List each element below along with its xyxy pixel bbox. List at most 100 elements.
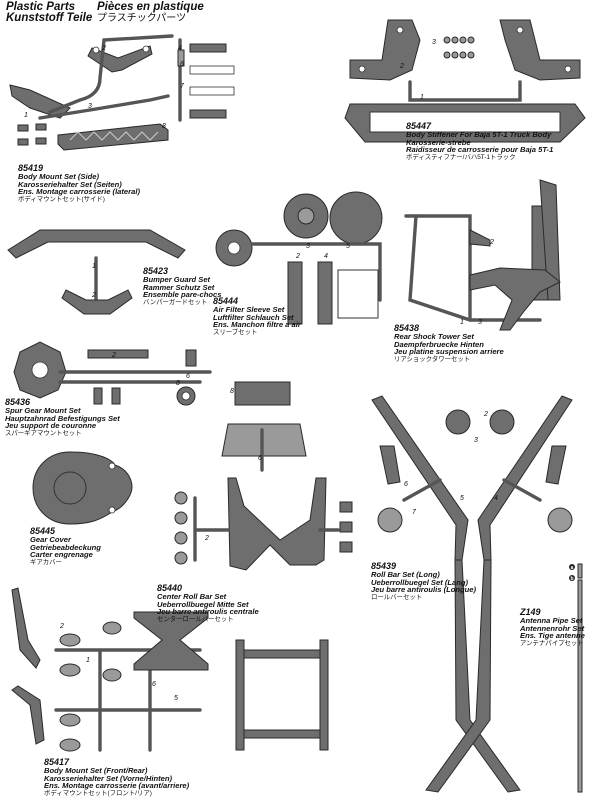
part-name-en: Center Roll Bar Set xyxy=(157,592,227,601)
part-name-en: Body Mount Set (Front/Rear) xyxy=(44,766,148,775)
part-name-jp: ボディマウントセット(サイド) xyxy=(18,195,105,203)
part-85423-drawing: 12 xyxy=(7,229,186,315)
part-name-en: Bumper Guard Set xyxy=(143,275,211,284)
part-name-jp: スリーブセット xyxy=(213,328,258,336)
part-name-en: Body Stiffener For Baja 5T-1 Truck Body xyxy=(406,130,552,139)
callout-b: b xyxy=(570,576,574,582)
part-name-de: Hauptzahnrad Befestigungs Set xyxy=(5,413,120,423)
svg-text:7: 7 xyxy=(412,509,417,516)
part-name-fr: Jeu support de couronne xyxy=(5,421,97,431)
part-name-fr: Ens. Manchon filtre a air xyxy=(213,320,301,330)
part-name-de: Karosseriehalter Set (Vorne/Hinten) xyxy=(44,773,173,783)
part-number: 85445 xyxy=(30,526,56,536)
svg-text:2: 2 xyxy=(91,292,96,299)
part-name-fr: Ens. Montage carrosserie (avant/arriere) xyxy=(44,781,190,791)
part-85447-label: 85447 Body Stiffener For Baja 5T-1 Truck… xyxy=(406,122,553,161)
header-left: Plastic Parts Kunststoff Teile xyxy=(6,1,93,24)
svg-text:3: 3 xyxy=(474,437,478,444)
part-85438-drawing: 2 1 3 xyxy=(404,179,561,331)
part-number: 85438 xyxy=(394,323,420,333)
part-name-fr: Ens. Montage carrosserie (lateral) xyxy=(18,187,140,197)
part-name-fr: Jeu barre antiroulis centrale xyxy=(157,607,259,617)
part-85439-label: 85439 Roll Bar Set (Long) Ueberrollbuege… xyxy=(371,562,476,601)
part-85417-drawing: 2 1 6 5 xyxy=(11,587,329,752)
svg-text:1: 1 xyxy=(24,112,28,119)
part-name-jp: ボディスティフナー/バハ5T-1トラック xyxy=(406,153,516,161)
part-85417-label: 85417 Body Mount Set (Front/Rear) Kaross… xyxy=(44,758,189,797)
svg-text:1: 1 xyxy=(86,657,90,664)
part-name-de: Daempferbruecke Hinten xyxy=(394,339,484,349)
part-name-de: Ueberrollbuegel Mitte Set xyxy=(157,599,249,609)
svg-text:5: 5 xyxy=(346,243,350,250)
title-de: Kunststoff Teile xyxy=(6,12,93,24)
part-85419-label: 85419 Body Mount Set (Side) Karosserieha… xyxy=(18,164,140,203)
part-name-en: Air Filter Sleeve Set xyxy=(213,305,285,314)
svg-text:3: 3 xyxy=(306,243,310,250)
part-name-jp: バンパーガードセット xyxy=(143,298,208,306)
part-name-fr: Ens. Tige antenne xyxy=(520,631,585,641)
part-number: 85440 xyxy=(157,583,183,593)
part-number: 85419 xyxy=(18,163,44,173)
part-number: 85447 xyxy=(406,121,432,131)
part-name-jp: アンテナパイプセット xyxy=(520,639,584,647)
svg-text:8: 8 xyxy=(230,388,234,395)
part-85423-label: 85423 Bumper Guard Set Rammer Schutz Set… xyxy=(143,267,222,306)
part-number: 85436 xyxy=(5,397,31,407)
svg-text:2: 2 xyxy=(295,253,300,260)
part-name-en: Body Mount Set (Side) xyxy=(18,172,99,181)
svg-text:2: 2 xyxy=(399,63,404,70)
svg-text:2: 2 xyxy=(489,239,494,246)
svg-text:6: 6 xyxy=(180,61,184,68)
part-85447-drawing: 321 xyxy=(344,19,586,143)
svg-text:3: 3 xyxy=(88,103,92,110)
part-number: Z149 xyxy=(520,607,541,617)
part-number: 85423 xyxy=(143,266,169,276)
part-name-en: Roll Bar Set (Long) xyxy=(371,570,440,579)
part-name-de: Karosserie-strebe xyxy=(406,137,471,147)
svg-text:8: 8 xyxy=(176,380,180,387)
part-85445-drawing xyxy=(32,451,133,525)
part-name-en: Antenna Pipe Set xyxy=(520,616,583,625)
part-name-de: Rammer Schutz Set xyxy=(143,282,215,292)
part-number: 85439 xyxy=(371,561,397,571)
part-name-en: Gear Cover xyxy=(30,535,71,544)
part-name-jp: リアショックタワーセット xyxy=(394,355,471,363)
svg-text:6: 6 xyxy=(258,455,262,462)
svg-text:2: 2 xyxy=(483,411,488,418)
part-name-de: Ueberrollbuegel Set (Lang) xyxy=(371,577,469,587)
svg-text:4: 4 xyxy=(324,253,328,260)
title-en: Plastic Parts xyxy=(6,1,76,13)
part-85436-label: 85436 Spur Gear Mount Set Hauptzahnrad B… xyxy=(5,398,120,437)
part-number: 85444 xyxy=(213,296,239,306)
svg-text:4: 4 xyxy=(178,45,182,52)
svg-text:5: 5 xyxy=(174,695,178,702)
part-85445-label: 85445 Gear Cover Getriebeabdeckung Carte… xyxy=(30,527,101,566)
part-Z149-drawing xyxy=(569,563,583,793)
part-name-jp: ロールバーセット xyxy=(371,593,423,601)
svg-text:4: 4 xyxy=(494,495,498,502)
part-85444-drawing: 3 5 2 4 xyxy=(215,191,383,325)
svg-text:2: 2 xyxy=(204,535,209,542)
svg-text:8: 8 xyxy=(162,123,166,130)
part-name-fr: Jeu barre antiroulis (Longue) xyxy=(371,585,477,595)
part-85440-drawing: 6 2 8 xyxy=(174,381,353,571)
svg-text:2: 2 xyxy=(59,623,64,630)
title-jp: プラスチックパーツ xyxy=(97,13,187,24)
part-name-fr: Carter engrenage xyxy=(30,550,93,560)
svg-text:6: 6 xyxy=(152,681,156,688)
svg-text:5: 5 xyxy=(460,495,464,502)
part-name-en: Spur Gear Mount Set xyxy=(5,406,81,415)
svg-text:1: 1 xyxy=(92,263,96,270)
svg-text:3: 3 xyxy=(432,39,436,46)
part-85440-label: 85440 Center Roll Bar Set Ueberrollbuege… xyxy=(157,584,259,623)
part-name-de: Luftfilter Schlauch Set xyxy=(213,312,294,322)
part-name-de: Getriebeabdeckung xyxy=(30,542,101,552)
svg-text:1: 1 xyxy=(460,319,464,326)
part-number: 85417 xyxy=(44,757,70,767)
svg-text:2: 2 xyxy=(101,45,106,52)
part-name-fr: Raidisseur de carrosserie pour Baja 5T-1 xyxy=(406,145,554,155)
svg-text:3: 3 xyxy=(478,319,482,326)
part-name-de: Antennenrohr Set xyxy=(520,623,585,633)
